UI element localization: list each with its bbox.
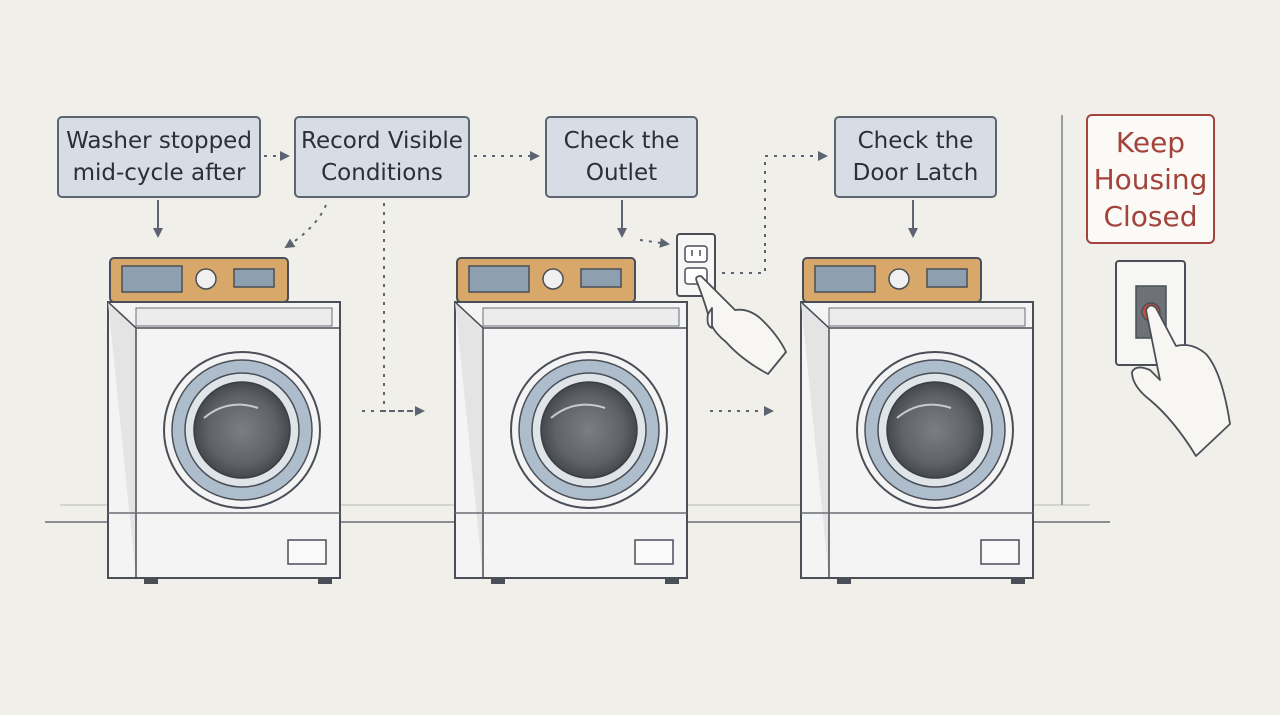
warning-box-keep-housing-closed: Keep Housing Closed [1086, 114, 1215, 244]
dotted-arrow-icon [153, 200, 918, 238]
warning-line-3: Closed [1103, 199, 1198, 233]
step-box-check-outlet: Check the Outlet [545, 116, 698, 198]
step-box-record-conditions: Record Visible Conditions [294, 116, 470, 198]
step-box-check-door-latch: Check the Door Latch [834, 116, 997, 198]
step-line-2: mid-cycle after [72, 160, 246, 186]
step-line-2: Conditions [321, 160, 443, 186]
pointing-hand-icon [695, 275, 787, 375]
step-line-1: Washer stopped [66, 128, 252, 154]
step-line-2: Outlet [585, 160, 658, 186]
step-line-1: Record Visible [301, 128, 463, 154]
step-line-1: Check the [563, 128, 680, 154]
washing-machine-icon [454, 257, 688, 584]
dotted-arrow-icon [264, 151, 828, 416]
step-box-washer-stopped: Washer stopped mid-cycle after [57, 116, 261, 198]
washing-machine-icon [800, 257, 1034, 584]
step-line-2: Door Latch [852, 160, 979, 186]
warning-line-2: Housing [1093, 162, 1208, 196]
pointing-hand-icon [1131, 304, 1231, 457]
warning-line-1: Keep [1115, 125, 1186, 159]
washing-machine-icon [107, 257, 341, 584]
step-line-1: Check the [857, 128, 974, 154]
